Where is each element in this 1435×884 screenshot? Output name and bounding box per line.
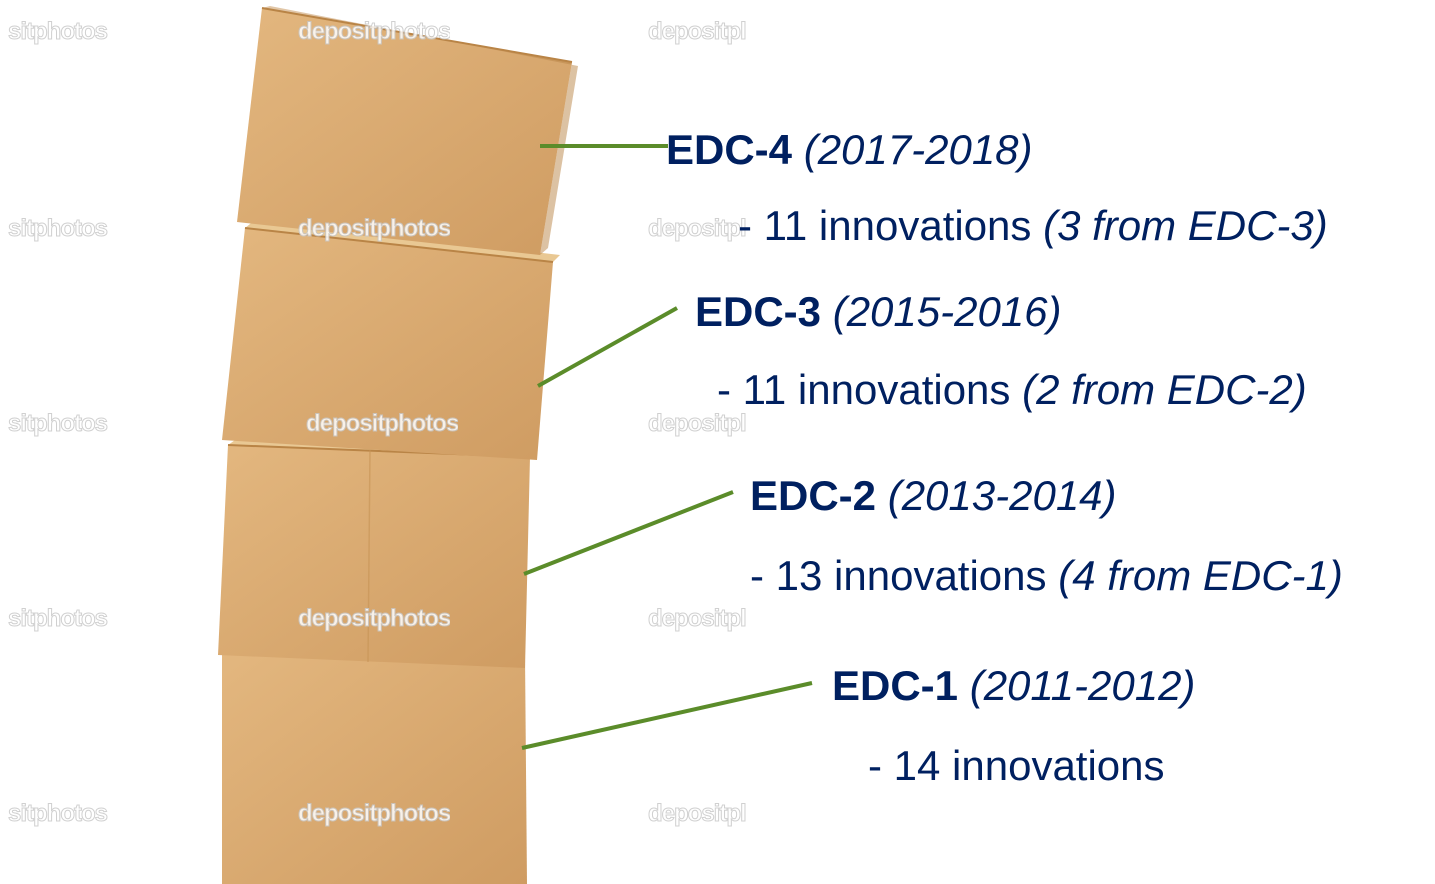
watermark-right-3: depositpl [648,410,747,438]
edc-1-code: EDC-1 [832,662,959,709]
connector-edc-3 [537,306,678,388]
connector-edc-1 [521,681,813,750]
watermark-right-1: depositpl [648,18,747,46]
watermark-center-2: depositphotos [298,215,451,243]
edc-4-detail: - 11 innovations (3 from EDC-3) [738,202,1328,250]
edc-4-carryover: (3 from EDC-3) [1043,202,1328,249]
edc-4-innovations: - 11 innovations [738,202,1032,249]
connector-edc-2 [523,490,734,576]
watermark-left-4: sitphotos [8,605,109,633]
edc-1-innovations: - 14 innovations [868,742,1165,789]
edc-4-heading: EDC-4 (2017-2018) [666,126,1033,174]
watermark-center-3: depositphotos [306,410,459,438]
box-edc-2 [218,438,536,668]
watermark-left-5: sitphotos [8,800,109,828]
box-edc-4 [237,6,578,255]
edc-1-heading: EDC-1 (2011-2012) [832,662,1195,710]
watermark-center-4: depositphotos [298,605,451,633]
edc-2-heading: EDC-2 (2013-2014) [750,472,1117,520]
edc-3-code: EDC-3 [695,288,822,335]
watermark-right-5: depositpl [648,800,747,828]
watermark-center-5: depositphotos [298,800,451,828]
edc-1-years: (2011-2012) [969,662,1196,709]
edc-3-innovations: - 11 innovations [717,366,1011,413]
edc-4-years: (2017-2018) [803,126,1033,173]
edc-4-code: EDC-4 [666,126,793,173]
watermark-right-4: depositpl [648,605,747,633]
watermark-right-2: depositpl [648,215,747,243]
edc-2-code: EDC-2 [750,472,877,519]
edc-2-detail: - 13 innovations (4 from EDC-1) [750,552,1343,600]
edc-3-carryover: (2 from EDC-2) [1022,366,1307,413]
watermark-left-2: sitphotos [8,215,109,243]
edc-2-carryover: (4 from EDC-1) [1058,552,1343,599]
edc-3-years: (2015-2016) [832,288,1062,335]
box-edc-1 [221,645,527,884]
edc-3-detail: - 11 innovations (2 from EDC-2) [717,366,1307,414]
edc-2-years: (2013-2014) [887,472,1117,519]
edc-1-detail: - 14 innovations [868,742,1165,790]
watermark-left-3: sitphotos [8,410,109,438]
edc-2-innovations: - 13 innovations [750,552,1047,599]
edc-3-heading: EDC-3 (2015-2016) [695,288,1062,336]
watermark-left-1: sitphotos [8,18,109,46]
watermark-center-1: depositphotos [298,18,451,46]
